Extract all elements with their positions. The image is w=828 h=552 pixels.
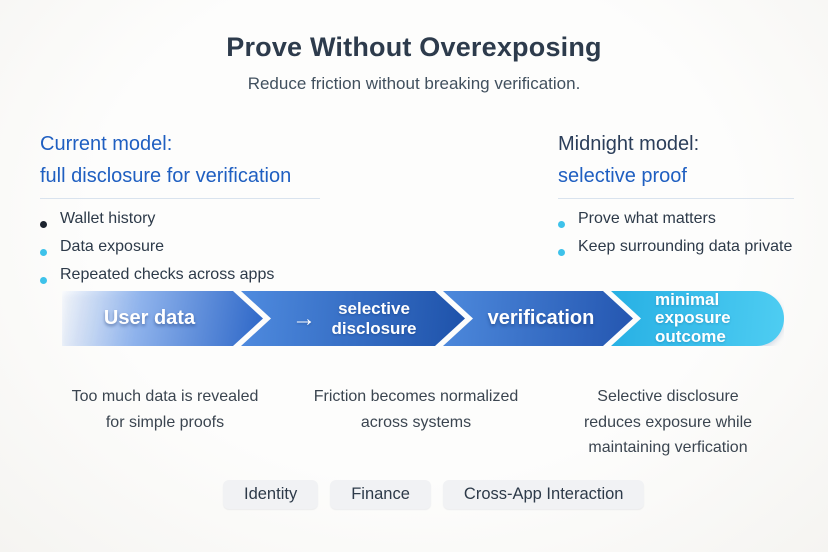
- bullet-dot-icon: [40, 276, 47, 284]
- list-item: Prove what matters: [558, 210, 794, 238]
- bullet-label: Data exposure: [60, 238, 165, 255]
- caption-selective-disclosure: Selective disclosure reduces exposure wh…: [583, 388, 753, 457]
- list-item: Wallet history: [40, 210, 320, 238]
- current-model-subheading: full disclosure for verification: [40, 165, 292, 187]
- tag-identity[interactable]: Identity: [223, 480, 319, 509]
- tag-cross-app-interaction[interactable]: Cross-App Interaction: [442, 480, 645, 509]
- current-model-panel: Current model: full disclosure for verif…: [40, 128, 320, 294]
- midnight-model-bullets: Prove what matters Keep surrounding data…: [558, 210, 794, 266]
- list-item: Repeated checks across apps: [40, 266, 320, 294]
- midnight-model-subheading: selective proof: [558, 165, 687, 187]
- divider: [40, 198, 320, 199]
- list-item: Data exposure: [40, 238, 320, 266]
- bullet-dot-icon: [40, 220, 47, 228]
- page-title: Prove Without Overexposing: [226, 32, 602, 62]
- caption-friction-normalized: Friction becomes normalized across syste…: [313, 388, 519, 431]
- bullet-dot-icon: [558, 220, 565, 228]
- midnight-model-panel: Midnight model: selective proof Prove wh…: [558, 128, 794, 266]
- bullet-dot-icon: [558, 248, 565, 256]
- current-model-heading: Current model:: [40, 133, 173, 155]
- bullet-label: Prove what matters: [578, 210, 716, 227]
- flow-step-user-data: User data: [62, 291, 263, 346]
- bullet-dot-icon: [40, 248, 47, 256]
- divider: [558, 198, 794, 199]
- tag-finance[interactable]: Finance: [330, 480, 431, 509]
- bullet-label: Repeated checks across apps: [60, 266, 275, 283]
- flow-step-minimal-exposure-outcome: minimal exposure outcome: [611, 291, 784, 346]
- midnight-model-heading: Midnight model:: [558, 133, 700, 155]
- bullet-label: Keep surrounding data private: [578, 238, 793, 255]
- caption-too-much-data: Too much data is revealed for simple pro…: [71, 388, 259, 431]
- flow-step-label: minimal exposure outcome: [655, 289, 731, 346]
- bullet-label: Wallet history: [60, 210, 156, 227]
- flow-step-label: verification: [487, 307, 595, 329]
- list-item: Keep surrounding data private: [558, 238, 794, 266]
- flow-step-label: selective disclosure: [331, 299, 417, 338]
- current-model-bullets: Wallet history Data exposure Repeated ch…: [40, 210, 320, 294]
- page-subtitle: Reduce friction without breaking verific…: [247, 74, 581, 93]
- flow-step-label: User data: [103, 307, 196, 329]
- flow-step-selective-disclosure: → selective disclosure: [241, 291, 465, 346]
- arrow-right-icon: →: [292, 304, 316, 332]
- tag-row: Identity Finance Cross-App Interaction: [223, 480, 645, 509]
- process-flow-bar: User data → selective disclosure verific…: [62, 291, 784, 346]
- flow-step-verification: verification: [443, 291, 633, 346]
